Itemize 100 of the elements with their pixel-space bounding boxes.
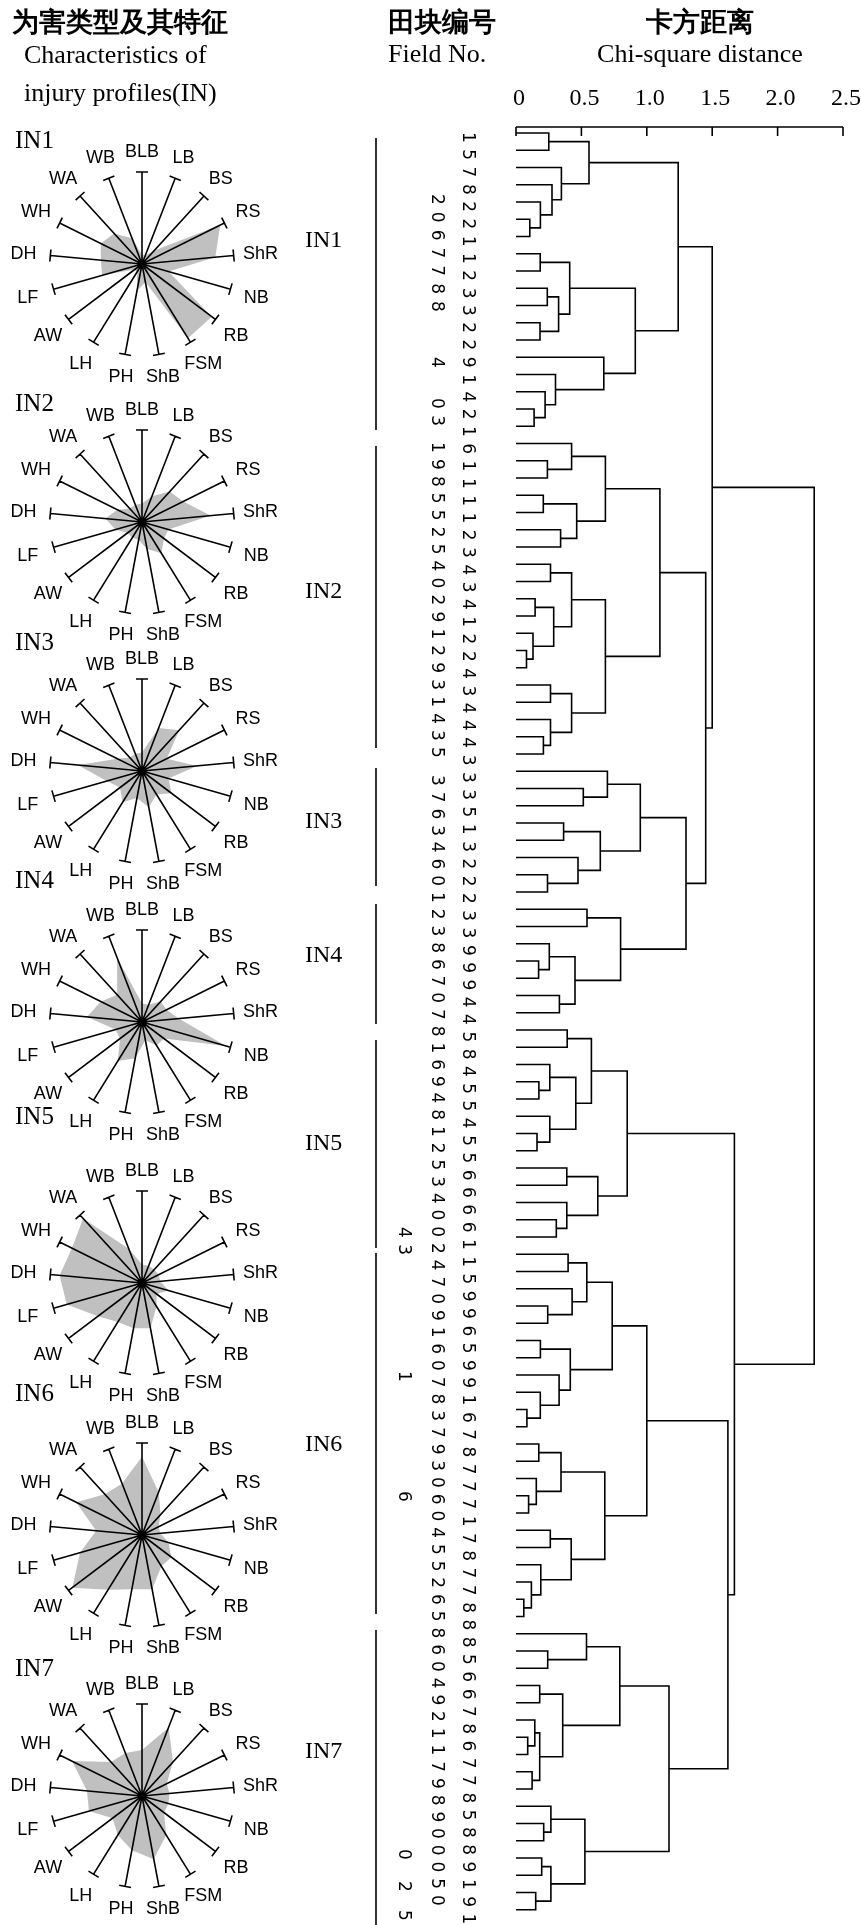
spoke-label: BS [208, 168, 233, 187]
spoke-label: WB [85, 1166, 115, 1185]
spoke-label: BS [208, 1187, 233, 1206]
spoke-label: BS [208, 1439, 233, 1458]
spoke-label: RB [223, 1596, 249, 1615]
spoke-label: LH [69, 1111, 93, 1130]
spoke-label: LB [172, 405, 195, 424]
column-heading: 为害类型及其特征 [12, 8, 228, 36]
spoke-label: WH [21, 1734, 52, 1753]
spoke-label: AW [33, 832, 63, 851]
spoke-label: ShB [145, 1899, 180, 1918]
spoke-label: RB [223, 1083, 249, 1102]
spoke-label: RB [223, 1344, 249, 1363]
spoke-label: WH [21, 709, 52, 728]
spoke-label: AW [33, 1857, 63, 1876]
spoke-label: LF [17, 1819, 39, 1838]
spoke-label: LF [17, 545, 39, 564]
spoke-label: PH [108, 1386, 134, 1405]
spoke-label: NB [243, 1306, 269, 1325]
spoke-label: ShB [145, 1125, 180, 1144]
cluster-label: IN1 [305, 227, 343, 251]
spoke-label: WB [85, 905, 115, 924]
spoke-label: DH [10, 1263, 37, 1281]
spoke-label: FSM [184, 860, 223, 879]
tick-label: 0 [513, 85, 525, 109]
cluster-label: IN2 [305, 578, 343, 602]
spoke-label: BLB [125, 142, 159, 160]
spoke-label: DH [10, 1002, 37, 1020]
spoke-label: PH [108, 1125, 134, 1144]
field-number: 37634601238670781694812534002470916078379306045526586049211798900050 [428, 774, 446, 1912]
spoke-label: NB [243, 1045, 269, 1064]
spoke-label: WB [85, 654, 115, 673]
cluster-label: IN3 [305, 808, 343, 832]
spoke-label: RS [235, 1473, 261, 1492]
spoke-label: ShR [242, 1002, 278, 1020]
spoke-label: WB [85, 1679, 115, 1698]
spoke-label: BS [208, 1700, 233, 1719]
spoke-label: ShB [145, 367, 180, 386]
spoke-label: LB [172, 147, 195, 166]
spoke-label: LH [69, 1372, 93, 1391]
panel-title: IN7 [15, 1654, 54, 1680]
spoke-label: RB [223, 832, 249, 851]
spoke-label: FSM [184, 1372, 223, 1391]
spoke-label: WB [85, 1418, 115, 1437]
column-heading: Characteristics of injury profiles(IN) [24, 39, 218, 109]
spoke-label: LH [69, 860, 93, 879]
spoke-label: DH [10, 751, 37, 769]
spoke-label: LF [17, 1558, 39, 1577]
column-heading: 卡方距离 [646, 8, 754, 36]
cluster-label: IN7 [305, 1738, 343, 1762]
spoke-label: LB [172, 1679, 195, 1698]
panel-title: IN3 [15, 628, 54, 654]
spoke-label: AW [33, 1344, 63, 1363]
panel-title: IN6 [15, 1379, 54, 1405]
cluster-label: IN5 [305, 1130, 343, 1154]
spoke-label: LF [17, 1045, 39, 1064]
spoke-label: LB [172, 1166, 195, 1185]
cluster-label: IN4 [305, 942, 343, 966]
tick-label: 1.5 [700, 85, 731, 109]
panel-title: IN1 [15, 126, 54, 152]
spoke-label: PH [108, 1638, 134, 1657]
tick-label: 1.0 [634, 85, 665, 109]
spoke-label: ShB [145, 874, 180, 893]
spoke-label: ShR [242, 502, 278, 520]
spoke-label: RB [223, 1857, 249, 1876]
column-heading: 田块编号 [388, 8, 496, 36]
spoke-label: ShB [145, 1386, 180, 1405]
spoke-label: WB [85, 405, 115, 424]
spoke-label: WA [49, 168, 78, 187]
spoke-label: WA [49, 1439, 78, 1458]
spoke-label: DH [10, 1515, 37, 1533]
spoke-label: WA [49, 675, 78, 694]
spoke-label: WH [21, 1473, 52, 1492]
spoke-label: BLB [125, 649, 159, 667]
spoke-label: AW [33, 325, 63, 344]
field-number: 1 [395, 1370, 413, 1388]
field-number: 2067788 [428, 193, 446, 319]
spoke-label: WA [49, 1187, 78, 1206]
axis-title: Chi-square distance [597, 41, 803, 67]
spoke-label: WH [21, 1221, 52, 1240]
spoke-label: NB [243, 1819, 269, 1838]
spoke-label: NB [243, 545, 269, 564]
spoke-label: NB [243, 794, 269, 813]
spoke-label: LF [17, 794, 39, 813]
spoke-label: DH [10, 244, 37, 262]
spoke-label: LB [172, 1418, 195, 1437]
spoke-label: FSM [184, 353, 223, 372]
tick-label: 2.5 [831, 85, 861, 109]
spoke-label: PH [108, 367, 134, 386]
spoke-label: AW [33, 583, 63, 602]
tick-label: 0.5 [569, 85, 600, 109]
spoke-label: FSM [184, 1111, 223, 1130]
field-number: 1985525402912931435 [428, 441, 446, 764]
field-number: 03 [428, 397, 446, 432]
spoke-label: BS [208, 426, 233, 445]
spoke-label: WA [49, 926, 78, 945]
spoke-label: BS [208, 675, 233, 694]
spoke-label: PH [108, 874, 134, 893]
column-heading: Field No. [388, 41, 487, 67]
spoke-label: WH [21, 960, 52, 979]
